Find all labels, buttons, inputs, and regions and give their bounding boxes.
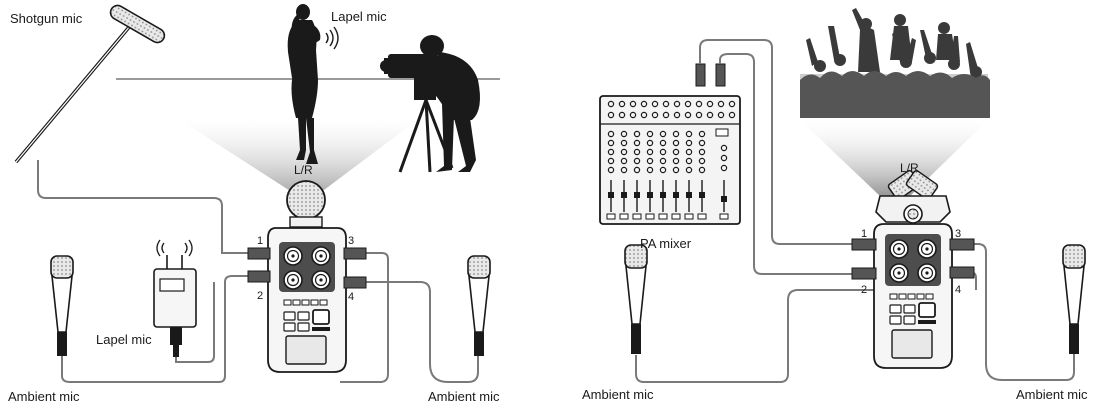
camera-operator-silhouette	[380, 35, 480, 173]
input-4-label: 4	[955, 284, 962, 296]
input-1-jack	[247, 247, 271, 260]
lapel-mic-transmitter-label: Lapel mic	[96, 332, 152, 347]
cable-shotgun	[37, 160, 248, 254]
pa-mixer-label: PA mixer	[640, 236, 692, 251]
ambient-mic-right-label: Ambient mic	[1016, 387, 1088, 402]
input-4-label: 4	[348, 291, 355, 303]
input-3-label: 3	[348, 235, 355, 247]
input-1-label: 1	[257, 235, 264, 247]
ambient-mic-right	[467, 255, 491, 356]
input-2-label: 2	[257, 290, 264, 302]
left-panel	[14, 4, 500, 383]
mixer-output-plug-2	[715, 63, 726, 87]
xy-capsule	[875, 170, 951, 224]
cable-mixer-input2	[719, 53, 858, 275]
left-cables	[37, 160, 479, 383]
shotgun-mic	[14, 4, 166, 164]
input-2-label: 2	[861, 284, 868, 296]
lapel-mic-label: Lapel mic	[331, 9, 387, 24]
pickup-fan	[798, 118, 990, 196]
mixer-output-plug-1	[695, 63, 706, 87]
capsule-label: L/R	[294, 163, 313, 177]
recorder-screen	[891, 329, 933, 359]
input-3-jack	[343, 247, 367, 260]
shotgun-mic-head	[109, 4, 166, 44]
transport-buttons	[889, 302, 936, 325]
input-3-label: 3	[955, 228, 962, 240]
right-cables	[635, 39, 1075, 383]
cable-lapel	[175, 282, 215, 363]
presenter-silhouette	[287, 4, 321, 164]
cable-input3	[962, 243, 1075, 381]
ambient-mic-left-label: Ambient mic	[582, 387, 654, 402]
input-2-jack	[851, 267, 877, 280]
recorder-screen	[285, 335, 327, 365]
ambient-mic-right-label: Ambient mic	[428, 389, 500, 404]
cable-input3	[340, 252, 389, 383]
xy-capsule	[286, 180, 326, 220]
capsule-label: L/R	[900, 161, 919, 175]
lapel-waves-icon	[325, 26, 339, 50]
input-1-label: 1	[861, 228, 868, 240]
input-4-jack	[949, 266, 975, 279]
transport-buttons	[283, 309, 330, 332]
input-1-jack	[851, 238, 877, 251]
cable-ambient-left	[61, 275, 248, 383]
input-2-jack	[247, 270, 271, 283]
cable-mixer-input1	[699, 39, 858, 245]
left-recorder	[247, 180, 367, 373]
lapel-transmitter	[153, 239, 197, 357]
right-recorder	[851, 170, 975, 369]
mixer-knob-rows	[607, 100, 736, 174]
wireless-waves-icon	[156, 239, 193, 257]
right-panel	[599, 8, 1086, 383]
ambient-mic-left	[624, 244, 648, 354]
cable-ambient-right	[366, 281, 479, 383]
ambient-mic-left-label: Ambient mic	[8, 389, 80, 404]
ambient-mic-left	[50, 255, 74, 356]
pa-mixer	[599, 63, 741, 225]
cable-ambient-left	[635, 289, 940, 383]
shotgun-mic-label: Shotgun mic	[10, 11, 83, 26]
input-3-jack	[949, 238, 975, 251]
ambient-mic-right	[1062, 244, 1086, 354]
input-4-jack	[343, 276, 367, 289]
concert-crowd	[798, 8, 990, 196]
